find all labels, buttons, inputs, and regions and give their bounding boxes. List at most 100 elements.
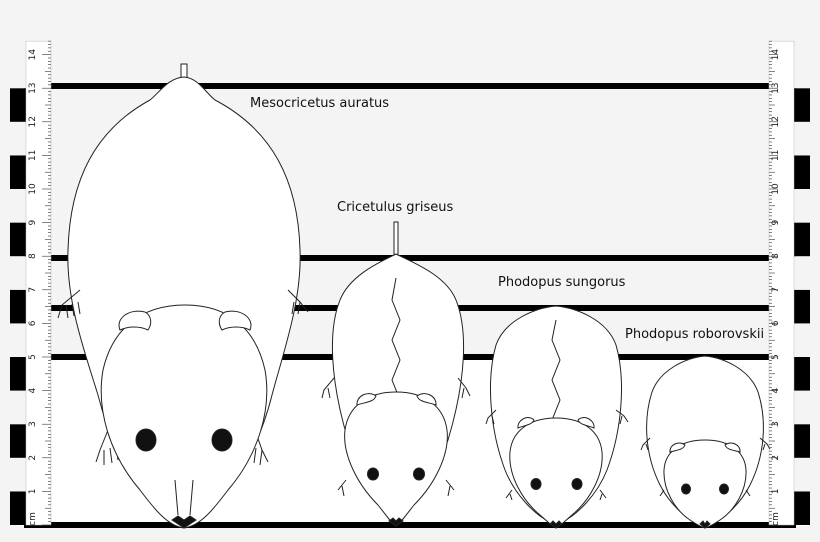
ruler-band — [10, 390, 26, 425]
ruler-cm-label: 4 — [771, 387, 781, 393]
hind-paws — [337, 479, 455, 497]
ruler-cm-label: 1 — [28, 489, 38, 495]
front-paws — [57, 289, 309, 319]
ruler-band — [10, 491, 26, 525]
ruler-cm-label: 6 — [28, 320, 38, 326]
ruler-cm-label: 9 — [28, 219, 38, 225]
left-eye — [135, 428, 157, 452]
right-eye — [719, 483, 729, 495]
ruler-cm-label: 5 — [771, 354, 781, 360]
ruler-band — [794, 155, 810, 189]
ruler-cm-label: 6 — [771, 320, 781, 326]
hind-paws — [659, 489, 751, 497]
ruler-cm-label: 5 — [28, 354, 38, 360]
ruler-cm-label: 8 — [28, 253, 38, 259]
ears — [356, 393, 437, 406]
ruler-band — [794, 121, 810, 156]
hamster-cricetulus-griseus — [321, 221, 471, 527]
bar-cricetulus-height — [24, 255, 796, 261]
ruler-band — [10, 222, 26, 257]
ruler-band — [794, 54, 810, 89]
hind-paws — [505, 489, 607, 501]
ruler-cm-label: 7 — [771, 287, 781, 293]
ruler-band — [794, 222, 810, 257]
left-eye — [530, 478, 542, 490]
right-eye — [413, 467, 425, 481]
baseline-bar — [24, 522, 796, 528]
ruler-band — [10, 256, 26, 290]
ruler-band — [794, 88, 810, 122]
ruler-cm-label: 4 — [28, 387, 38, 393]
front-paws — [485, 409, 629, 425]
ruler-band — [10, 289, 26, 324]
ruler-band — [794, 390, 810, 425]
ruler-cm-label: 12 — [28, 116, 38, 127]
ruler-band — [794, 289, 810, 324]
ruler-band — [794, 323, 810, 357]
ruler-cm-label: 12 — [771, 116, 781, 127]
label-cricetulus-griseus: Cricetulus griseus — [337, 200, 454, 215]
snout-lines — [174, 479, 194, 516]
ruler-cm-label: 11 — [28, 150, 38, 161]
ruler-cm-label: 14 — [28, 49, 38, 61]
label-phodopus-roborovskii: Phodopus roborovskii — [625, 327, 765, 342]
ruler-band — [10, 357, 26, 391]
nose — [171, 515, 197, 529]
ruler-band — [10, 88, 26, 122]
ruler-band — [794, 491, 810, 525]
bar-mesocricetus-height — [24, 83, 796, 89]
ruler-cm-label: 7 — [28, 287, 38, 293]
ruler-cm-label: 2 — [28, 455, 38, 461]
ruler-band — [10, 457, 26, 492]
ruler-cm-label: 10 — [28, 183, 38, 195]
ruler-unit-label: cm — [28, 512, 38, 526]
left-eye — [681, 483, 691, 495]
ruler-band — [10, 155, 26, 189]
right-eye — [571, 478, 583, 490]
ears — [669, 442, 741, 453]
ruler-cm-label: 3 — [771, 421, 781, 427]
tail — [180, 63, 188, 79]
ruler-cm-label: 13 — [28, 82, 38, 93]
ruler-cm-label: 10 — [771, 183, 781, 195]
ruler-band — [794, 424, 810, 458]
nose — [549, 520, 563, 529]
left-ear — [118, 310, 152, 331]
ruler-cm-label: 8 — [771, 253, 781, 259]
hamster-mesocricetus-auratus — [57, 63, 309, 529]
nose — [699, 520, 711, 529]
ruler-band — [794, 457, 810, 492]
ruler-cm-label: 9 — [771, 219, 781, 225]
ruler-unit-label: cm — [771, 512, 781, 526]
ruler-cm-label: 2 — [771, 455, 781, 461]
ruler-band — [794, 256, 810, 290]
ears — [517, 417, 595, 429]
ruler-band — [10, 54, 26, 89]
ruler-band — [10, 121, 26, 156]
right-eye — [211, 428, 233, 452]
hamster-phodopus-roborovskii — [640, 355, 771, 529]
ruler-scale — [768, 40, 795, 526]
right-ear — [218, 310, 252, 331]
ruler-cm-label: 14 — [771, 49, 781, 61]
front-paws — [640, 437, 771, 451]
hamster-phodopus-sungorus — [485, 305, 629, 529]
ruler-band — [10, 189, 26, 223]
label-mesocricetus-auratus: Mesocricetus auratus — [250, 96, 390, 111]
front-paws — [321, 377, 471, 399]
ruler-cm-label: 13 — [771, 82, 781, 93]
ruler-band — [10, 323, 26, 357]
ruler-cm-label: 3 — [28, 421, 38, 427]
ruler-cm-label: 11 — [771, 150, 781, 161]
left-eye — [367, 467, 379, 481]
tail — [393, 221, 399, 257]
ruler-band — [10, 424, 26, 458]
ruler-cm-label: 1 — [771, 489, 781, 495]
nose — [388, 517, 404, 527]
ruler-band — [794, 357, 810, 391]
ruler-band — [794, 189, 810, 223]
